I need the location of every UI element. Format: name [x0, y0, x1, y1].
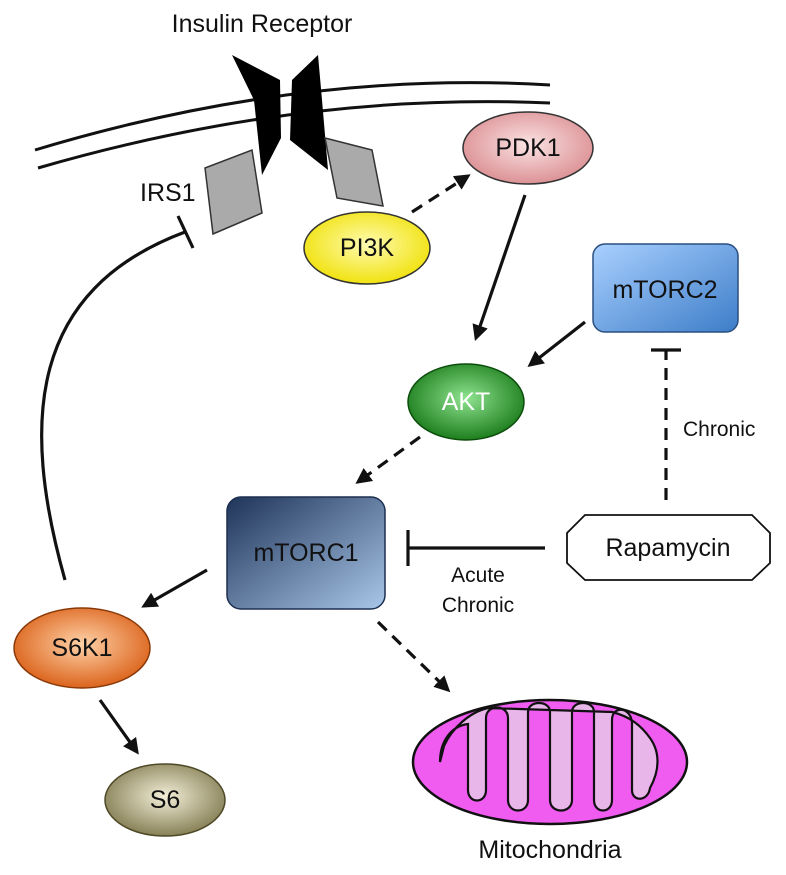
node-mtorc1: mTORC1 [226, 496, 386, 610]
edge-mtorc1-s6k1 [141, 568, 208, 608]
mitochondria-icon [411, 698, 689, 826]
pdk1-label: PDK1 [495, 134, 560, 162]
edge-akt-mtorc1 [355, 435, 421, 484]
edge-pdk1-akt [472, 194, 527, 342]
s6k1-label: S6K1 [51, 634, 112, 662]
receptor-kinase-domain [324, 136, 384, 207]
edge-pi3k-pdk1 [411, 174, 471, 214]
edge-s6k1-irs1-feedback [40, 230, 186, 581]
insulin-receptor [204, 55, 384, 236]
edge-label-acute: Acute [451, 564, 505, 587]
node-s6: S6 [104, 763, 226, 837]
mitochondria-label: Mitochondria [478, 836, 621, 864]
akt-label: AKT [442, 388, 491, 416]
receptor-label: Insulin Receptor [172, 10, 353, 38]
edges [40, 174, 681, 755]
irs1-label: IRS1 [140, 179, 196, 207]
s6-label: S6 [150, 786, 181, 814]
mtorc1-label: mTORC1 [253, 539, 358, 567]
inhibit-bar-irs1 [176, 215, 195, 249]
node-rapamycin: Rapamycin [566, 514, 771, 581]
edge-label-chronic-mtorc2: Chronic [683, 418, 755, 441]
node-pi3k: PI3K [303, 211, 431, 285]
edge-s6k1-s6 [98, 699, 139, 755]
node-pdk1: PDK1 [462, 111, 594, 185]
pi3k-label: PI3K [340, 234, 395, 262]
irs1-docking-domain [204, 148, 263, 236]
rapamycin-label: Rapamycin [605, 534, 730, 562]
edge-mtorc2-akt [527, 320, 586, 367]
node-akt: AKT [407, 363, 525, 441]
edge-mtorc1-mitochondria [376, 620, 451, 693]
edge-label-chronic-mtorc1: Chronic [442, 594, 514, 617]
mtorc2-label: mTORC2 [612, 276, 717, 304]
node-mtorc2: mTORC2 [592, 243, 739, 333]
node-s6k1: S6K1 [13, 607, 151, 689]
